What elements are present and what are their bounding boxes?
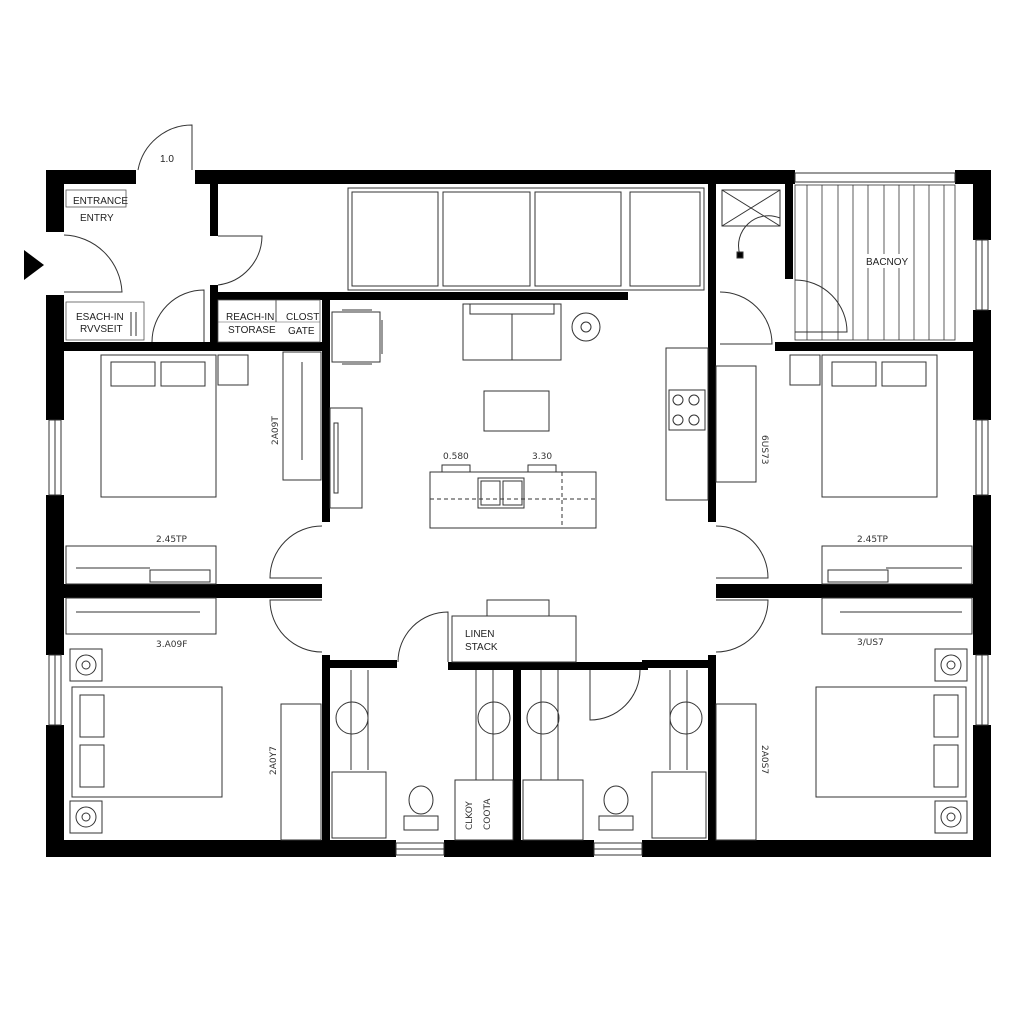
sink-icon: [335, 701, 369, 735]
shower-closet: [454, 779, 514, 841]
linen-line2: STACK: [465, 642, 498, 653]
entry-arrow-icon: [24, 250, 44, 280]
bathtub-icon: [651, 771, 707, 839]
nightstand: [934, 800, 968, 834]
wardrobe: [715, 703, 757, 841]
door-number: 1.0: [160, 154, 174, 165]
nightstand: [69, 800, 103, 834]
bathrooms: [331, 670, 707, 841]
bed-icon: [821, 354, 938, 498]
bath-closet-line2: COOTA: [483, 798, 493, 830]
hall-door[interactable]: [217, 235, 263, 286]
toilet-icon: [603, 785, 629, 815]
bed2-closet-dim: 6US73: [759, 435, 769, 464]
bed4-closet-dim: 2A0S7: [759, 745, 769, 774]
balcony-label: BACNOY: [866, 257, 909, 268]
wardrobe: [280, 703, 322, 841]
nightstand: [789, 354, 821, 386]
washer-icon: [721, 189, 781, 227]
sink-icon: [526, 701, 560, 735]
bedroom-1: [65, 351, 322, 585]
sink-icon: [477, 477, 525, 509]
dining-table: [331, 311, 381, 363]
wardrobe: [65, 545, 217, 585]
toilet-icon: [408, 785, 434, 815]
glazing-panels: [347, 187, 705, 291]
nightstand: [934, 648, 968, 682]
sink-icon: [477, 701, 511, 735]
wardrobe: [282, 351, 322, 481]
reach-in-line2: STORASE: [228, 325, 276, 336]
coffee-table: [483, 390, 550, 432]
tv-unit: [329, 407, 363, 509]
closet-line2: GATE: [288, 326, 315, 337]
bath-closet-line1: CLKOY: [465, 801, 475, 830]
bed2-wardrobe-dim: 2.45TP: [857, 535, 889, 545]
reach-in-line1: REACH-IN: [226, 312, 274, 323]
windows: [48, 172, 989, 856]
linen-line1: LINEN: [465, 629, 494, 640]
bed-icon: [815, 686, 967, 798]
exterior-walls: [46, 170, 991, 857]
tv-unit: [715, 365, 757, 483]
bathtub-icon: [331, 771, 387, 839]
bed-icon: [100, 354, 217, 498]
side-table: [571, 312, 601, 342]
bedroom-2: [715, 354, 973, 585]
closet-door[interactable]: [151, 289, 205, 343]
bedroom-3: [65, 597, 322, 841]
bedroom-4: [715, 597, 973, 841]
entry-closet-line2: RVVSEIT: [80, 324, 123, 335]
kitchen-counter: [665, 347, 709, 501]
hall-doors[interactable]: [269, 279, 848, 721]
bed3-wardrobe-dim: 3.A09F: [156, 640, 187, 650]
entry-closet-line1: ESACH-IN: [76, 312, 124, 323]
front-door[interactable]: [137, 124, 193, 171]
island-dim-left: 0.580: [443, 452, 469, 462]
bed-icon: [71, 686, 223, 798]
bed1-wardrobe-dim: 2.45TP: [156, 535, 188, 545]
linen-stack: LINEN STACK: [451, 599, 577, 663]
bed4-wardrobe-dim: 3/US7: [857, 638, 884, 648]
bed3-closet-dim: 2A0Y7: [269, 746, 279, 775]
island-dim-right: 3.30: [532, 452, 552, 462]
entrance-subtitle: ENTRY: [80, 213, 114, 224]
closet-line1: CLOST: [286, 312, 319, 323]
stove-icon: [668, 389, 706, 431]
nightstand: [217, 354, 249, 386]
entry-door[interactable]: [63, 234, 123, 293]
bed1-closet-dim: 2A09T: [271, 416, 281, 445]
wardrobe: [821, 545, 973, 585]
nightstand: [69, 648, 103, 682]
reach-in-storage: REACH-IN STORASE CLOST GATE: [217, 299, 321, 343]
living-kitchen: [329, 303, 709, 529]
laundry: [721, 189, 781, 259]
wardrobe: [821, 597, 973, 635]
kitchen-island: [429, 471, 597, 529]
entry-area: 1.0 ENTRANCE ENTRY ESACH-IN RVVSEIT: [24, 124, 263, 343]
wardrobe: [65, 597, 217, 635]
sink-icon: [669, 701, 703, 735]
interior-walls: [64, 184, 973, 845]
entrance-title: ENTRANCE: [73, 196, 128, 207]
